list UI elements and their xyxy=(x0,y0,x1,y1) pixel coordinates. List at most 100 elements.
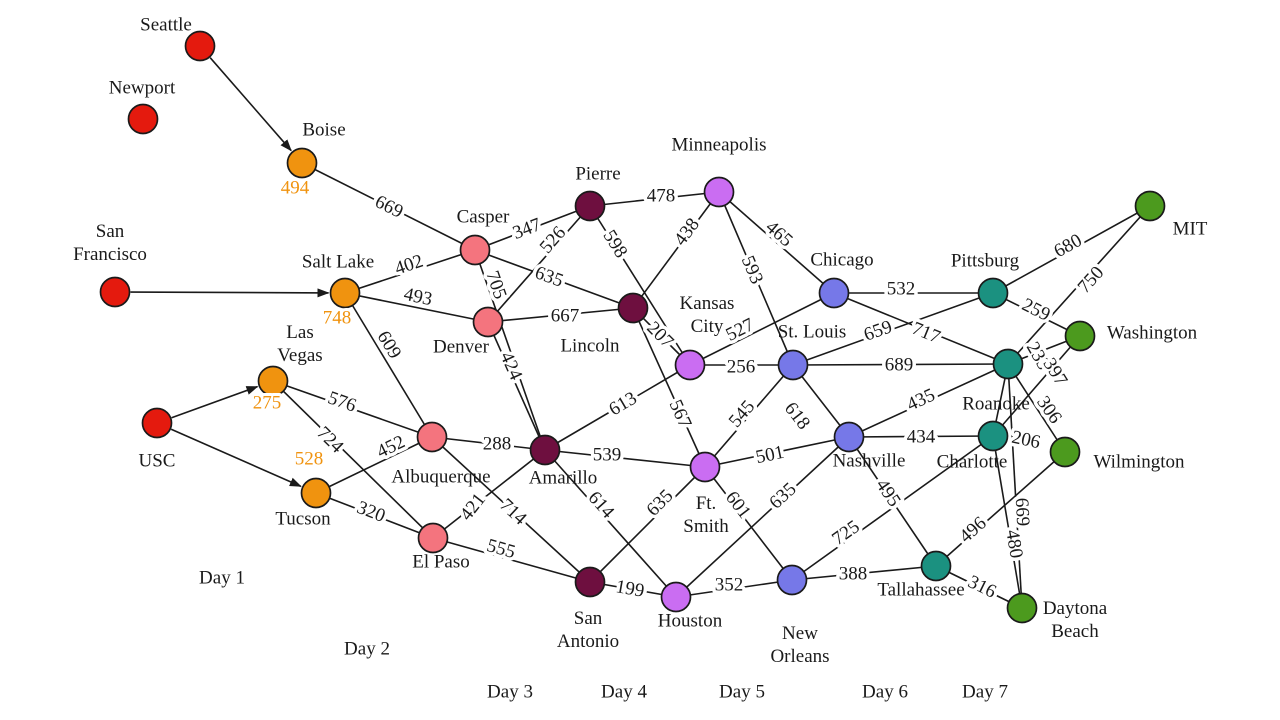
node-label-minneapolis: Minneapolis xyxy=(672,135,767,156)
node-nashville xyxy=(833,421,865,453)
edge-weight-tucson-albuquerque: 452 xyxy=(374,431,409,462)
node-houston xyxy=(660,581,692,613)
edge-stlouis-pittsburg xyxy=(792,292,994,366)
day-label-day-7: Day 7 xyxy=(962,682,1008,703)
edge-ftsmith-nashville xyxy=(704,436,850,468)
node-roanoke xyxy=(992,348,1024,380)
node-mit xyxy=(1134,190,1166,222)
edge-tallahassee-daytonabeach xyxy=(935,565,1023,609)
edge-pittsburg-mit xyxy=(992,205,1151,294)
edge-denver-pierre xyxy=(487,205,591,323)
node-albuquerque xyxy=(416,421,448,453)
node-label-washington: Washington xyxy=(1107,323,1198,344)
node-label-seattle: Seattle xyxy=(140,15,192,36)
edge-weight-chicago-kansascity: 527 xyxy=(723,314,758,346)
edge-tallahassee-wilmington xyxy=(935,451,1066,567)
node-kansascity xyxy=(674,349,706,381)
node-tucson xyxy=(300,477,332,509)
edge-saltlake-albuquerque xyxy=(344,292,433,438)
node-amarillo xyxy=(529,434,561,466)
node-label-stlouis: St. Louis xyxy=(778,322,847,343)
edge-weight-sanantonio-houston: 199 xyxy=(614,576,646,602)
edge-albuquerque-amarillo xyxy=(431,436,546,451)
edge-weight-stlouis-pittsburg: 659 xyxy=(861,316,895,345)
edge-weight-kansascity-stlouis: 256 xyxy=(727,357,756,378)
edge-weight-nashville-charlotte: 434 xyxy=(907,427,936,448)
edge-lasvegas-elpaso xyxy=(272,380,434,539)
edge-weight-houston-neworleans: 352 xyxy=(715,575,744,596)
edge-weight-minneapolis-chicago: 465 xyxy=(761,217,796,252)
edge-denver-lincoln xyxy=(487,307,634,323)
day-label-day-3: Day 3 xyxy=(487,682,533,703)
edge-washington-charlotte xyxy=(992,335,1081,437)
edge-minneapolis-stlouis xyxy=(718,191,794,366)
edge-weight-roanoke-mit: 750 xyxy=(1074,262,1109,297)
edge-boise-casper xyxy=(301,162,476,251)
edge-pierre-minneapolis xyxy=(589,191,720,207)
edge-charlotte-daytonabeach xyxy=(992,435,1023,609)
path-cost-label: 275 xyxy=(253,393,282,414)
edge-weight-roanoke-daytonabeach: 669 xyxy=(1011,497,1034,527)
edge-casper-amarillo xyxy=(474,249,546,451)
node-casper xyxy=(459,234,491,266)
edge-stlouis-roanoke xyxy=(792,363,1009,366)
edge-weight-houston-nashville: 635 xyxy=(765,479,800,514)
edge-nashville-charlotte xyxy=(848,435,994,438)
edge-neworleans-tallahassee xyxy=(791,565,937,581)
arrow-usc-lasvegas xyxy=(171,385,259,419)
day-label-day-1: Day 1 xyxy=(199,568,245,589)
edge-weight-casper-amarillo: 705 xyxy=(481,268,510,302)
node-label-denver: Denver xyxy=(433,337,490,358)
node-label-albuquerque: Albuquerque xyxy=(391,467,490,488)
day-label-day-4: Day 4 xyxy=(601,682,647,703)
edge-weight-ftsmith-sanantonio: 635 xyxy=(642,485,677,520)
node-saltlake xyxy=(329,277,361,309)
edge-tucson-elpaso xyxy=(315,492,434,539)
edge-lincoln-ftsmith xyxy=(632,307,706,468)
node-lasvegas xyxy=(257,365,289,397)
node-label-pierre: Pierre xyxy=(575,164,620,185)
edge-weight-amarillo-kansascity: 613 xyxy=(605,388,640,421)
node-lincoln xyxy=(617,292,649,324)
edge-pierre-kansascity xyxy=(589,205,691,366)
node-label-nashville: Nashville xyxy=(833,451,906,472)
node-sanfrancisco xyxy=(99,276,131,308)
edge-weight-lincoln-ftsmith: 567 xyxy=(665,397,696,432)
edge-ftsmith-sanantonio xyxy=(589,466,706,583)
node-label-casper: Casper xyxy=(457,207,510,228)
node-usc xyxy=(141,407,173,439)
edge-elpaso-sanantonio xyxy=(432,537,591,583)
node-neworleans xyxy=(776,564,808,596)
edge-elpaso-amarillo xyxy=(432,449,546,539)
edge-weight-neworleans-charlotte: 725 xyxy=(828,516,863,550)
edge-albuquerque-sanantonio xyxy=(431,436,591,583)
node-label-newport: Newport xyxy=(109,78,176,99)
node-label-ftsmith: Ft.Smith xyxy=(683,493,729,537)
node-label-saltlake: Salt Lake xyxy=(302,252,374,273)
day-label-day-6: Day 6 xyxy=(862,682,908,703)
edge-weight-denver-amarillo: 424 xyxy=(496,349,527,384)
node-denver xyxy=(472,306,504,338)
node-stlouis xyxy=(777,349,809,381)
edge-weight-chicago-pittsburg: 532 xyxy=(887,279,916,300)
edge-weight-nashville-tallahassee: 495 xyxy=(871,475,904,510)
node-ftsmith xyxy=(689,451,721,483)
node-label-wilmington: Wilmington xyxy=(1093,452,1185,473)
node-label-boise: Boise xyxy=(302,120,345,141)
edge-weight-casper-lincoln: 635 xyxy=(532,262,566,292)
arrow-usc-tucson xyxy=(170,428,302,488)
day-label-day-5: Day 5 xyxy=(719,682,765,703)
edge-tucson-albuquerque xyxy=(315,436,433,494)
edge-weight-elpaso-sanantonio: 555 xyxy=(484,535,517,563)
edge-weight-stlouis-nashville: 618 xyxy=(780,398,814,433)
edge-weight-chicago-roanoke: 717 xyxy=(909,318,943,348)
node-label-roanoke: Roanoke xyxy=(962,394,1030,415)
edge-weight-albuquerque-amarillo: 288 xyxy=(483,434,512,455)
node-pierre xyxy=(574,190,606,222)
node-washington xyxy=(1064,320,1096,352)
edge-saltlake-denver xyxy=(344,292,489,323)
